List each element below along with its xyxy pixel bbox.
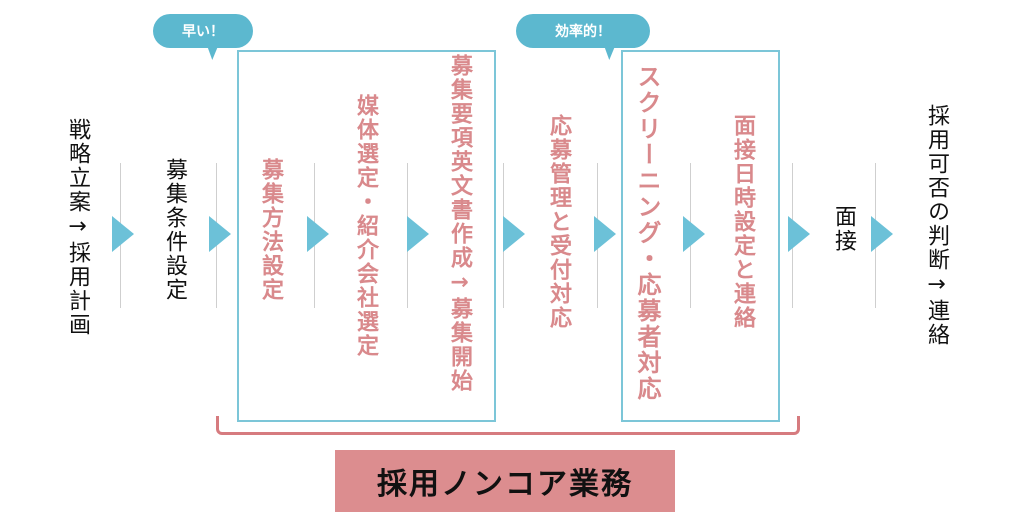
step-requirements-setting: 募集条件設定 xyxy=(162,158,187,302)
callout-efficient: 効率的！ xyxy=(516,14,650,60)
arrow-right-icon xyxy=(407,216,429,252)
step-screening: スクリーニング・応募者対応 xyxy=(633,64,661,402)
arrow-right-icon xyxy=(209,216,231,252)
arrow-right-icon xyxy=(871,216,893,252)
step-job-posting: 募集要項英文書作成→募集開始 xyxy=(447,54,472,393)
callout-fast-tail xyxy=(205,42,227,60)
arrow-right-icon xyxy=(307,216,329,252)
callout-efficient-tail xyxy=(602,42,624,60)
arrow-right-icon xyxy=(594,216,616,252)
box-efficient-group xyxy=(621,50,780,422)
step-interview: 面接 xyxy=(831,205,856,253)
arrow-right-icon xyxy=(683,216,705,252)
callout-fast: 早い！ xyxy=(153,14,253,60)
step-recruiting-method: 募集方法設定 xyxy=(258,158,283,302)
step-hiring-decision: 採用可否の判断→連絡 xyxy=(924,104,949,347)
step-media-selection: 媒体選定・紹介会社選定 xyxy=(353,94,378,358)
arrow-right-icon xyxy=(503,216,525,252)
step-interview-scheduling: 面接日時設定と連絡 xyxy=(730,114,755,330)
arrow-right-icon xyxy=(112,216,134,252)
noncore-bracket xyxy=(216,416,800,435)
box-fast-group xyxy=(237,50,496,422)
step-strategy-planning: 戦略立案→採用計画 xyxy=(65,118,90,337)
callout-fast-label: 早い！ xyxy=(182,24,224,40)
step-application-management: 応募管理と受付対応 xyxy=(546,114,571,330)
callout-efficient-label: 効率的！ xyxy=(555,24,611,40)
noncore-banner: 採用ノンコア業務 xyxy=(335,450,675,512)
arrow-right-icon xyxy=(788,216,810,252)
